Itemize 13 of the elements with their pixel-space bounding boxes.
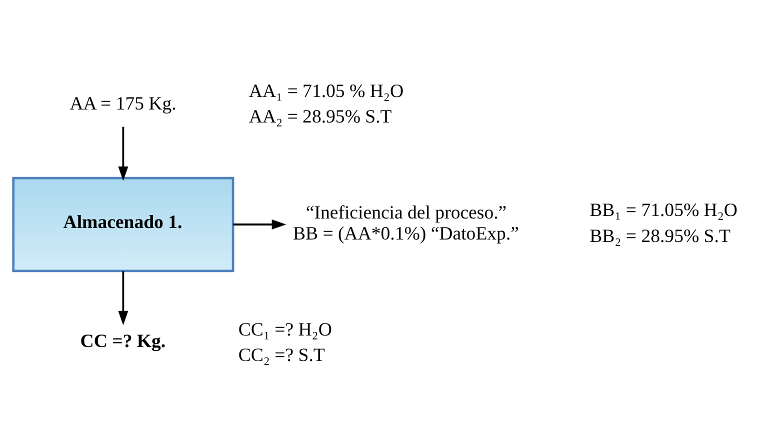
label: CC₂ =? S.T — [238, 344, 325, 366]
label: AA₁ = 71.05 % H₂O — [248, 80, 404, 102]
label: CC₁ =? H₂O — [238, 318, 332, 340]
node-text: AA = 175 Kg. — [70, 93, 176, 114]
label: AA₂ = 28.95% S.T — [248, 106, 392, 128]
arrow — [118, 126, 128, 180]
arrow — [233, 218, 286, 230]
node-text: CC =? Kg. — [80, 330, 166, 352]
label: BB₁ = 71.05% H₂O — [590, 200, 738, 221]
arrow — [118, 270, 128, 325]
node-box: Almacenado 1. — [12, 176, 234, 272]
label: BB₂ = 28.95% S.T — [590, 225, 730, 246]
node-text: “Ineficiencia del proceso.” BB = (AA*0.1%) “DatoExp.” — [292, 202, 519, 244]
